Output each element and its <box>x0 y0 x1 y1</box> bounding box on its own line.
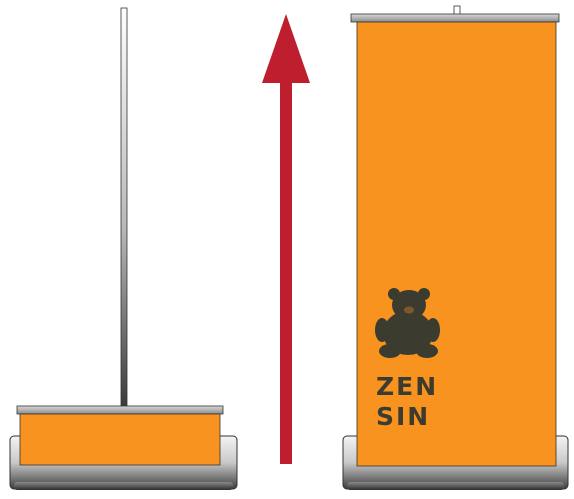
arrow-head <box>262 14 310 83</box>
left-pole <box>120 7 128 409</box>
teddy-bear-icon <box>375 288 440 358</box>
teddy-bear-muzzle <box>404 306 414 314</box>
logo-text-line1: ZEN <box>376 372 438 401</box>
left-banner <box>19 413 221 466</box>
left-top-cap <box>16 405 224 415</box>
left-stand-retracted <box>9 7 238 490</box>
right-banner <box>356 21 557 467</box>
arrow-up-icon <box>262 14 310 464</box>
logo-text-line2: SIN <box>376 402 430 431</box>
right-stand-extended: ZEN SIN <box>342 5 569 490</box>
left-base-foot <box>14 482 233 490</box>
arrow-shaft <box>280 80 292 464</box>
right-base-foot <box>347 482 564 490</box>
right-top-rail <box>350 13 560 23</box>
